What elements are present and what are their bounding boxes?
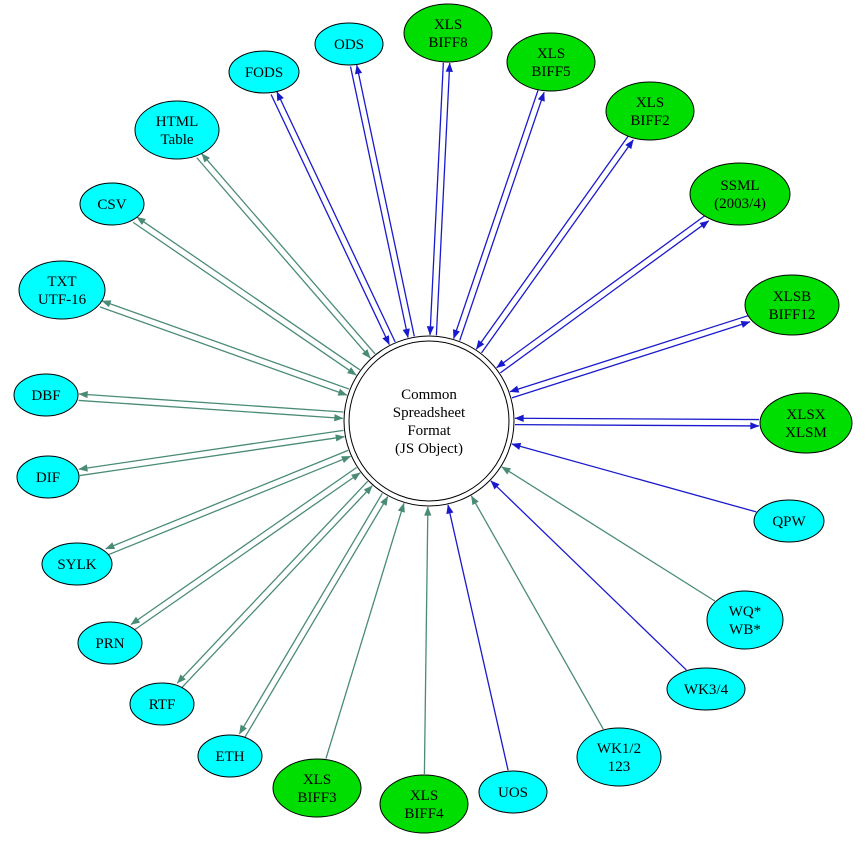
node-prn: PRN — [77, 621, 143, 665]
edge-sylk-in — [107, 455, 351, 556]
node-label: SSML(2003/4) — [714, 178, 766, 212]
edge-eth-out — [238, 492, 383, 735]
edge-xls-biff2-in — [475, 135, 629, 350]
edge-xls-biff5-in — [452, 90, 539, 339]
edge-csv-out — [136, 216, 361, 371]
edge-ssml-in — [496, 215, 706, 369]
edge-csv-in — [132, 221, 357, 376]
edge-xls-biff2-out — [480, 139, 634, 354]
edge-fods-in — [270, 94, 390, 346]
edge-fods-out — [276, 91, 396, 343]
node-label: ODS — [334, 37, 364, 53]
edge-wk34-in — [490, 480, 687, 671]
edge-wq-wb-in — [501, 466, 716, 602]
node-label: SYLK — [57, 557, 96, 573]
edge-html-table-out — [201, 153, 376, 355]
node-uos: UOS — [478, 770, 548, 814]
node-ods: ODS — [314, 22, 384, 66]
node-label: WQ*WB* — [729, 604, 762, 638]
edge-rtf-out — [176, 480, 369, 684]
edge-xls-biff8-out — [435, 62, 453, 336]
edge-txt-utf16-in — [99, 306, 348, 396]
edge-xlsb-in — [509, 315, 749, 393]
edge-html-table-in — [196, 157, 371, 359]
node-label: RTF — [149, 697, 176, 713]
edge-dbf-in — [78, 399, 344, 422]
edge-dbf-out — [78, 390, 344, 413]
edge-uos-in — [446, 504, 509, 771]
node-ssml: SSML(2003/4) — [689, 162, 791, 226]
edge-dif-in — [79, 434, 345, 477]
edge-sylk-out — [105, 449, 349, 550]
edge-xls-biff8-in — [426, 62, 444, 336]
edge-xlsb-out — [511, 320, 751, 399]
node-label: FODS — [245, 65, 283, 81]
edge-xls-biff4-in — [423, 506, 432, 775]
edge-prn-in — [134, 472, 361, 631]
node-wq-wb: WQ*WB* — [706, 590, 784, 650]
edge-xls-biff3-in — [325, 502, 405, 759]
node-label: UOS — [498, 785, 528, 801]
node-qpw: QPW — [753, 499, 825, 543]
edge-ssml-out — [499, 220, 710, 374]
node-label: QPW — [772, 514, 806, 530]
node-label: DIF — [36, 470, 60, 486]
edge-dif-out — [78, 429, 344, 472]
edge-xlsx-in — [514, 414, 760, 422]
edge-prn-out — [130, 466, 357, 626]
edge-eth-in — [244, 496, 389, 738]
node-rtf: RTF — [129, 682, 195, 726]
node-fods: FODS — [228, 50, 300, 94]
node-label: DBF — [31, 388, 60, 404]
node-wk34: WK3/4 — [666, 667, 746, 711]
edge-wk12-123-in — [470, 495, 604, 730]
node-dbf: DBF — [13, 373, 79, 417]
node-sylk: SYLK — [41, 542, 113, 586]
node-label: WK3/4 — [684, 682, 729, 698]
node-csv: CSV — [79, 182, 145, 226]
node-dif: DIF — [16, 455, 80, 499]
edge-ods-in — [349, 66, 410, 338]
edge-xlsx-out — [514, 422, 760, 430]
node-label: ETH — [215, 749, 244, 765]
edge-qpw-in — [511, 442, 757, 513]
edge-layer — [78, 62, 760, 775]
node-label: CSV — [97, 197, 126, 213]
edge-xls-biff5-out — [459, 91, 545, 341]
node-label: PRN — [95, 636, 124, 652]
edge-rtf-in — [181, 485, 373, 689]
edge-ods-out — [354, 64, 415, 337]
node-eth: ETH — [197, 734, 263, 778]
edge-txt-utf16-out — [101, 300, 350, 390]
